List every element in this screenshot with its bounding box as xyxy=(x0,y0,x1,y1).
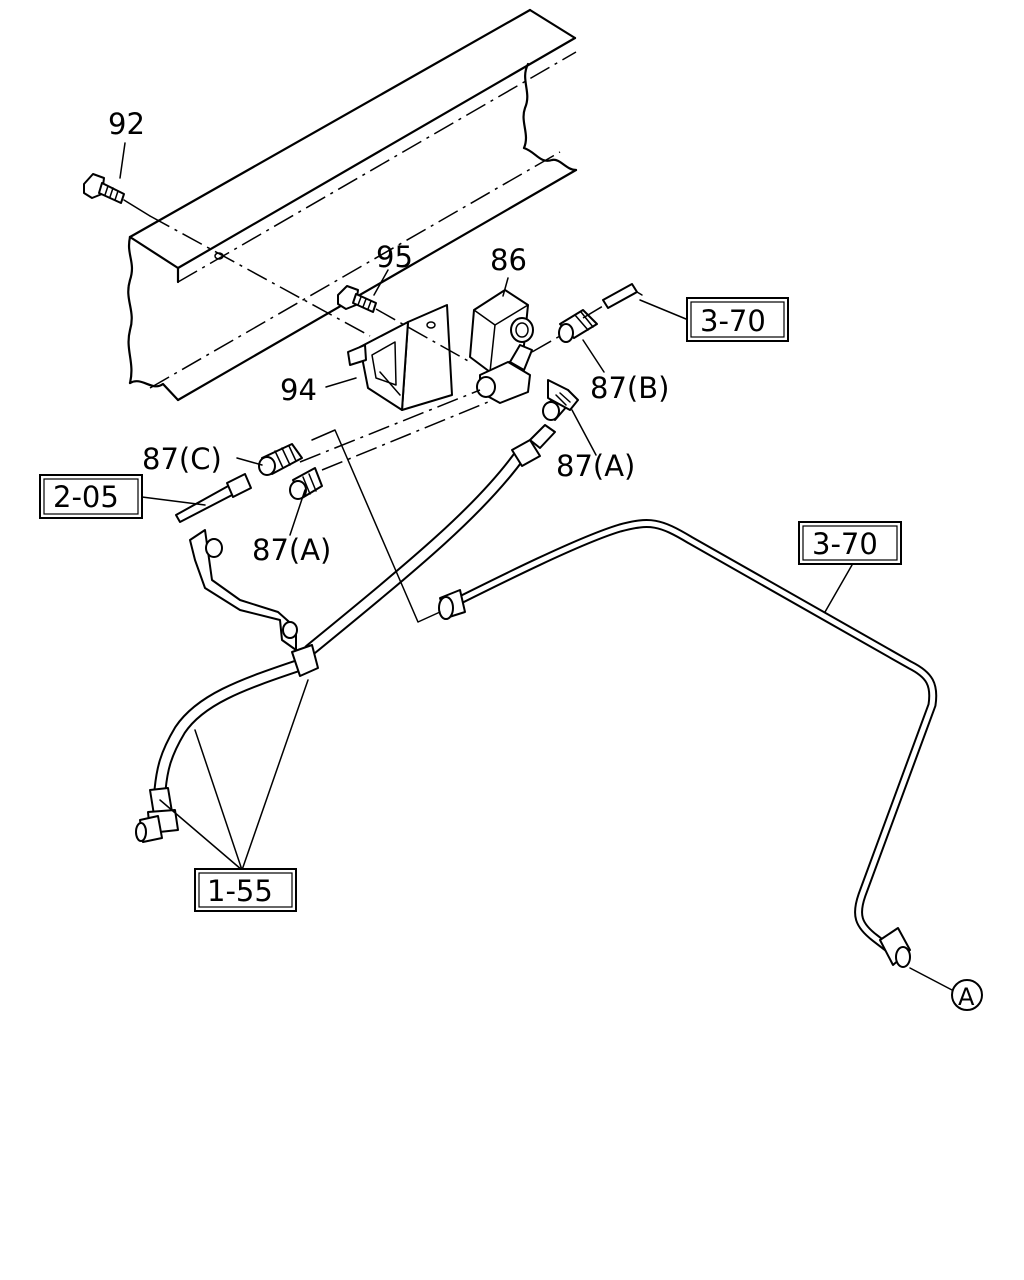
fitting-87b xyxy=(531,309,598,353)
ref-3-70-right: 3-70 xyxy=(812,527,878,561)
callout-87b: 87(B) xyxy=(590,371,669,405)
valve-86 xyxy=(469,289,534,404)
elbow-87a-lower xyxy=(289,467,323,500)
callout-92: 92 xyxy=(108,107,145,141)
callout-95: 95 xyxy=(376,240,413,274)
assembly-outline xyxy=(311,429,441,623)
callout-87a-upper: 87(A) xyxy=(556,449,635,483)
elbow-87a-upper xyxy=(542,379,579,421)
fitting-87c xyxy=(258,443,303,476)
ref-3-70-top: 3-70 xyxy=(700,304,766,338)
ref-box-3-70-right: 3-70 xyxy=(798,521,902,565)
assembly-line-c xyxy=(299,389,481,463)
pipe-stub-top xyxy=(582,283,643,319)
pipe-stub-205 xyxy=(175,473,252,523)
leader-lines xyxy=(119,142,953,991)
bolt-92 xyxy=(83,173,371,337)
hose-lower xyxy=(135,644,319,843)
clamp-bracket xyxy=(189,529,298,651)
callout-94: 94 xyxy=(280,373,317,407)
bracket-94 xyxy=(347,304,453,411)
assembly-line-a xyxy=(321,399,494,471)
hose-upper xyxy=(303,424,556,657)
pipe-to-a xyxy=(438,519,938,968)
frame-rail xyxy=(127,8,578,402)
ref-box-2-05: 2-05 xyxy=(39,474,143,519)
callout-87a-lower: 87(A) xyxy=(252,533,331,567)
callout-86: 86 xyxy=(490,243,527,277)
callout-87c: 87(C) xyxy=(142,442,222,476)
bolt-95 xyxy=(337,285,471,363)
connector-a-label: A xyxy=(958,983,975,1011)
ref-box-3-70-top: 3-70 xyxy=(686,297,789,342)
connector-a: A xyxy=(951,979,983,1011)
ref-1-55: 1-55 xyxy=(207,874,273,908)
ref-2-05: 2-05 xyxy=(53,480,119,514)
ref-box-1-55: 1-55 xyxy=(194,868,297,912)
